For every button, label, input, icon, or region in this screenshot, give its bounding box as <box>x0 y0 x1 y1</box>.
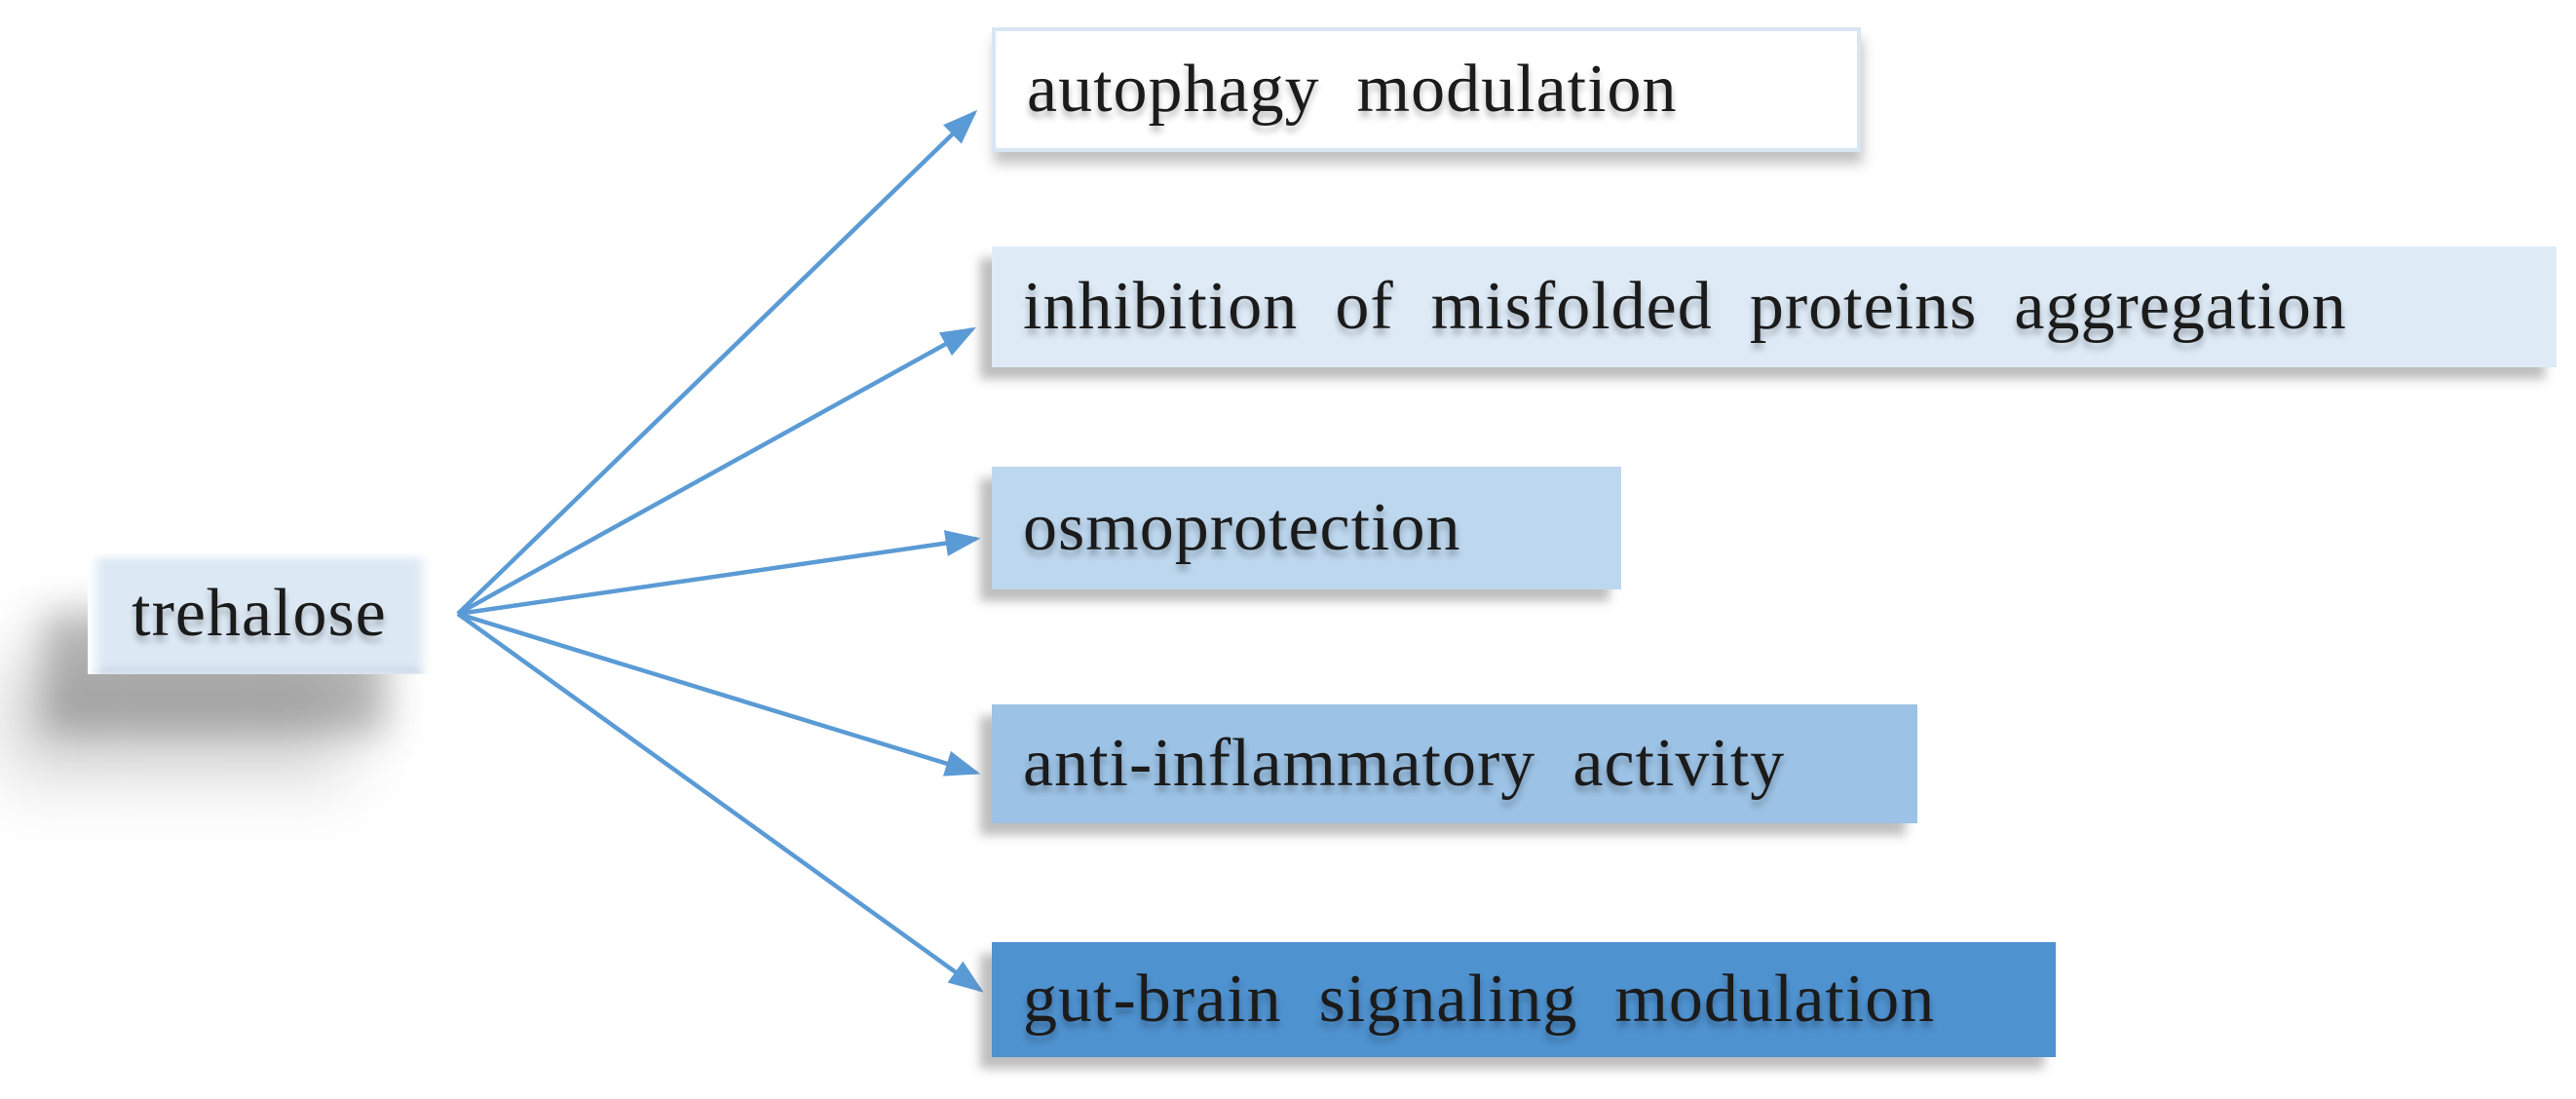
branch-label: anti-inflammatory activity <box>1023 726 1786 801</box>
branch-node-gut-brain-signaling: gut-brain signaling modulation <box>992 942 2056 1057</box>
branch-label: autophagy modulation <box>1027 52 1678 127</box>
root-node-trehalose: trehalose <box>88 553 431 674</box>
arrow-to-gut-brain <box>456 612 984 993</box>
arrow-to-inhibition <box>456 326 976 616</box>
branch-node-osmoprotection: osmoprotection <box>992 467 1621 589</box>
arrow-to-anti-inflammatory <box>457 611 981 777</box>
root-node-label: trehalose <box>132 576 387 651</box>
arrow-to-autophagy <box>456 109 978 616</box>
branch-label: gut-brain signaling modulation <box>1023 962 1936 1037</box>
arrow-to-osmoprotection <box>457 530 981 617</box>
branch-label: osmoprotection <box>1023 490 1461 565</box>
branch-node-autophagy-modulation: autophagy modulation <box>992 27 1861 152</box>
branch-node-inhibition-misfolded-proteins: inhibition of misfolded proteins aggrega… <box>992 246 2557 367</box>
branch-label: inhibition of misfolded proteins aggrega… <box>1023 269 2347 344</box>
branch-node-anti-inflammatory-activity: anti-inflammatory activity <box>992 704 1917 823</box>
